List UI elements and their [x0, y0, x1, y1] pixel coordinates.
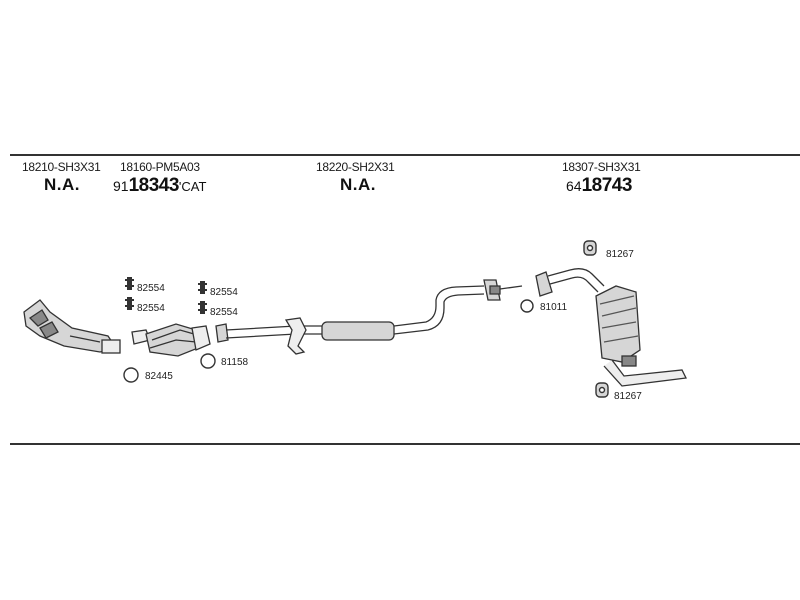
part-availability-exhaust-manifold: N.A.	[44, 175, 80, 194]
part-ref-catalytic-converter: 18160-PM5A03	[120, 160, 200, 174]
part-label-82554: 82554	[137, 283, 165, 294]
part-number-prefix: 64	[566, 178, 582, 194]
part-label-82554: 82554	[137, 303, 165, 314]
part-number-catalytic-converter: 9118343'CAT	[113, 175, 206, 197]
top-rule	[10, 154, 800, 156]
part-availability-middle-pipe: N.A.	[340, 175, 376, 194]
middle-pipe-icon	[215, 279, 523, 355]
part-label-81267: 81267	[614, 391, 642, 402]
part-number-main: 18343	[128, 175, 180, 196]
part-number-suffix: 'CAT	[178, 179, 207, 194]
part-label-81158: 81158	[221, 357, 249, 368]
exhaust-manifold-icon	[23, 299, 121, 354]
part-ref-rear-muffler: 18307-SH3X31	[562, 160, 641, 174]
part-ref-exhaust-manifold: 18210-SH3X31	[22, 160, 101, 174]
gasket-ring-icon	[123, 367, 139, 383]
part-number-prefix: 91	[113, 178, 129, 194]
bottom-rule	[10, 443, 800, 445]
part-label-81267: 81267	[606, 249, 634, 260]
part-ref-middle-pipe: 18220-SH2X31	[316, 160, 395, 174]
gasket-ring-icon	[200, 353, 216, 369]
part-number-main: 18743	[581, 175, 633, 196]
bolt-icon	[125, 277, 207, 314]
rear-muffler-icon	[535, 268, 687, 387]
gasket-ring-icon	[520, 299, 534, 313]
rubber-hanger-icon	[583, 240, 609, 398]
part-label-82554: 82554	[210, 287, 238, 298]
part-number-rear-muffler: 6418743	[566, 175, 632, 197]
part-label-81011: 81011	[540, 302, 568, 313]
part-label-82445: 82445	[145, 371, 173, 382]
part-label-82554: 82554	[210, 307, 238, 318]
catalytic-converter-icon	[131, 323, 211, 357]
